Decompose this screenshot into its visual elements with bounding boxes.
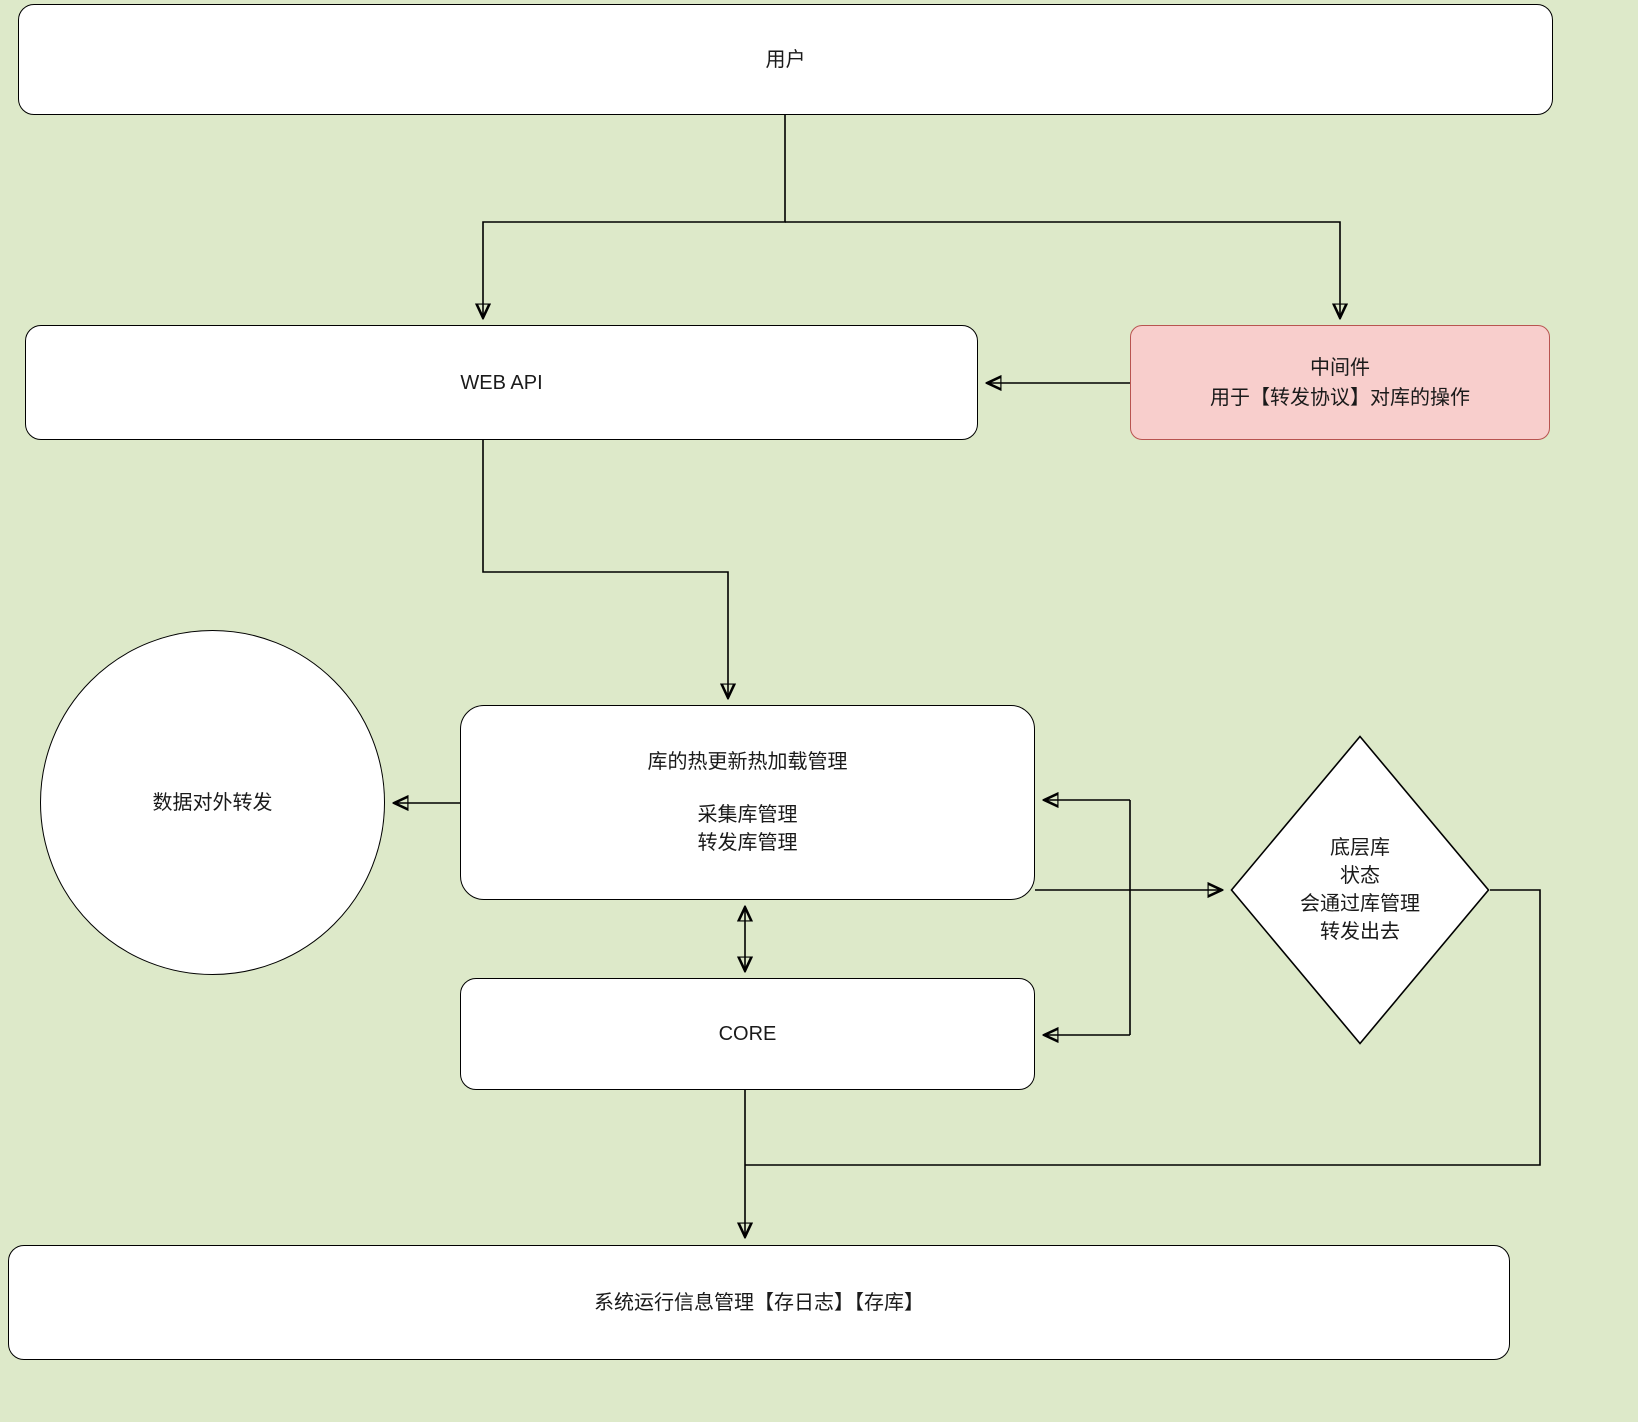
node-hot-reload-sublines: 采集库管理 转发库管理	[698, 801, 798, 857]
node-underlying-line3: 会通过库管理	[1300, 893, 1420, 915]
node-user: 用户	[18, 4, 1553, 115]
node-web-api-label: WEB API	[460, 371, 543, 394]
node-underlying-status: 底层库 状态 会通过库管理 转发出去	[1230, 735, 1490, 1045]
node-hot-reload-title: 库的热更新热加载管理	[647, 751, 848, 773]
node-system-info: 系统运行信息管理【存日志】【存库】	[8, 1245, 1510, 1360]
node-underlying-status-text: 底层库 状态 会通过库管理 转发出去	[1300, 834, 1420, 946]
node-hot-reload-manager: 库的热更新热加载管理 采集库管理 转发库管理	[460, 705, 1035, 900]
node-user-label: 用户	[765, 48, 806, 71]
node-core-label: CORE	[718, 1023, 777, 1045]
node-middleware-line1: 中间件	[1310, 356, 1370, 379]
node-middleware: 中间件 用于【转发协议】对库的操作	[1130, 325, 1550, 440]
edge-diamond-loop	[745, 889, 1541, 1166]
node-hot-reload-line3: 转发库管理	[697, 832, 798, 854]
node-web-api: WEB API	[25, 325, 978, 440]
node-underlying-line2: 状态	[1340, 865, 1380, 887]
node-middleware-line2: 用于【转发协议】对库的操作	[1210, 386, 1470, 409]
edge-user-to-webapi	[483, 115, 786, 317]
node-underlying-line1: 底层库	[1330, 837, 1390, 859]
diamond-shape	[1230, 735, 1490, 1045]
node-system-info-label: 系统运行信息管理【存日志】【存库】	[594, 1291, 924, 1314]
edge-user-to-middleware	[785, 221, 1340, 317]
node-hot-reload-line2: 采集库管理	[697, 804, 798, 826]
node-underlying-line4: 转发出去	[1320, 921, 1400, 943]
node-data-forward-label: 数据对外转发	[152, 791, 273, 814]
edge-webapi-to-hotreload	[482, 440, 728, 697]
node-data-forward: 数据对外转发	[40, 630, 385, 975]
node-core: CORE	[460, 978, 1035, 1090]
